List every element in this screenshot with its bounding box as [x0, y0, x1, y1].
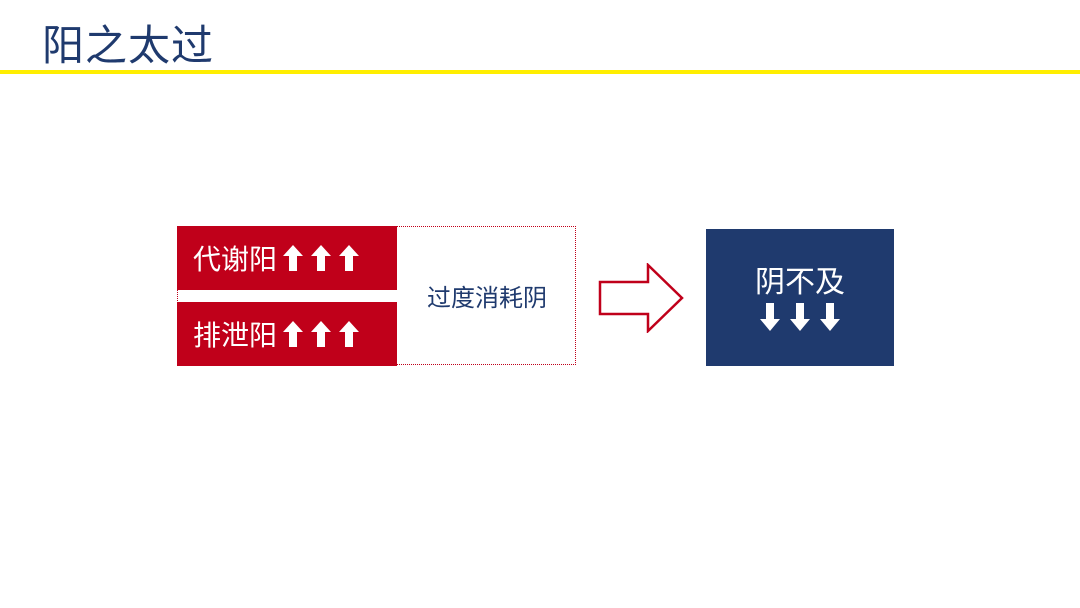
slide-title: 阳之太过 — [42, 21, 215, 70]
down-arrow-icon — [760, 302, 780, 331]
increase-arrows — [283, 321, 360, 347]
down-arrow-icon — [820, 302, 840, 331]
right-arrow-icon — [598, 263, 684, 333]
cause-label: 排泄阳 — [193, 319, 278, 352]
result-label: 阴不及 — [755, 264, 845, 300]
up-arrow-icon — [311, 245, 332, 271]
decrease-arrows — [760, 302, 840, 331]
down-arrow-icon — [790, 302, 810, 331]
up-arrow-icon — [283, 321, 304, 347]
up-arrow-icon — [283, 245, 304, 271]
cause-label: 代谢阳 — [193, 243, 278, 276]
result-box: 阴不及 — [706, 229, 894, 366]
increase-arrows — [283, 245, 360, 271]
up-arrow-icon — [339, 245, 360, 271]
up-arrow-icon — [311, 321, 332, 347]
consumption-label: 过度消耗阴 — [427, 284, 547, 312]
title-underline — [0, 70, 1080, 74]
cause-item-metabolic-yang: 代谢阳 — [177, 226, 397, 290]
up-arrow-icon — [339, 321, 360, 347]
cause-item-excretory-yang: 排泄阳 — [177, 302, 397, 366]
